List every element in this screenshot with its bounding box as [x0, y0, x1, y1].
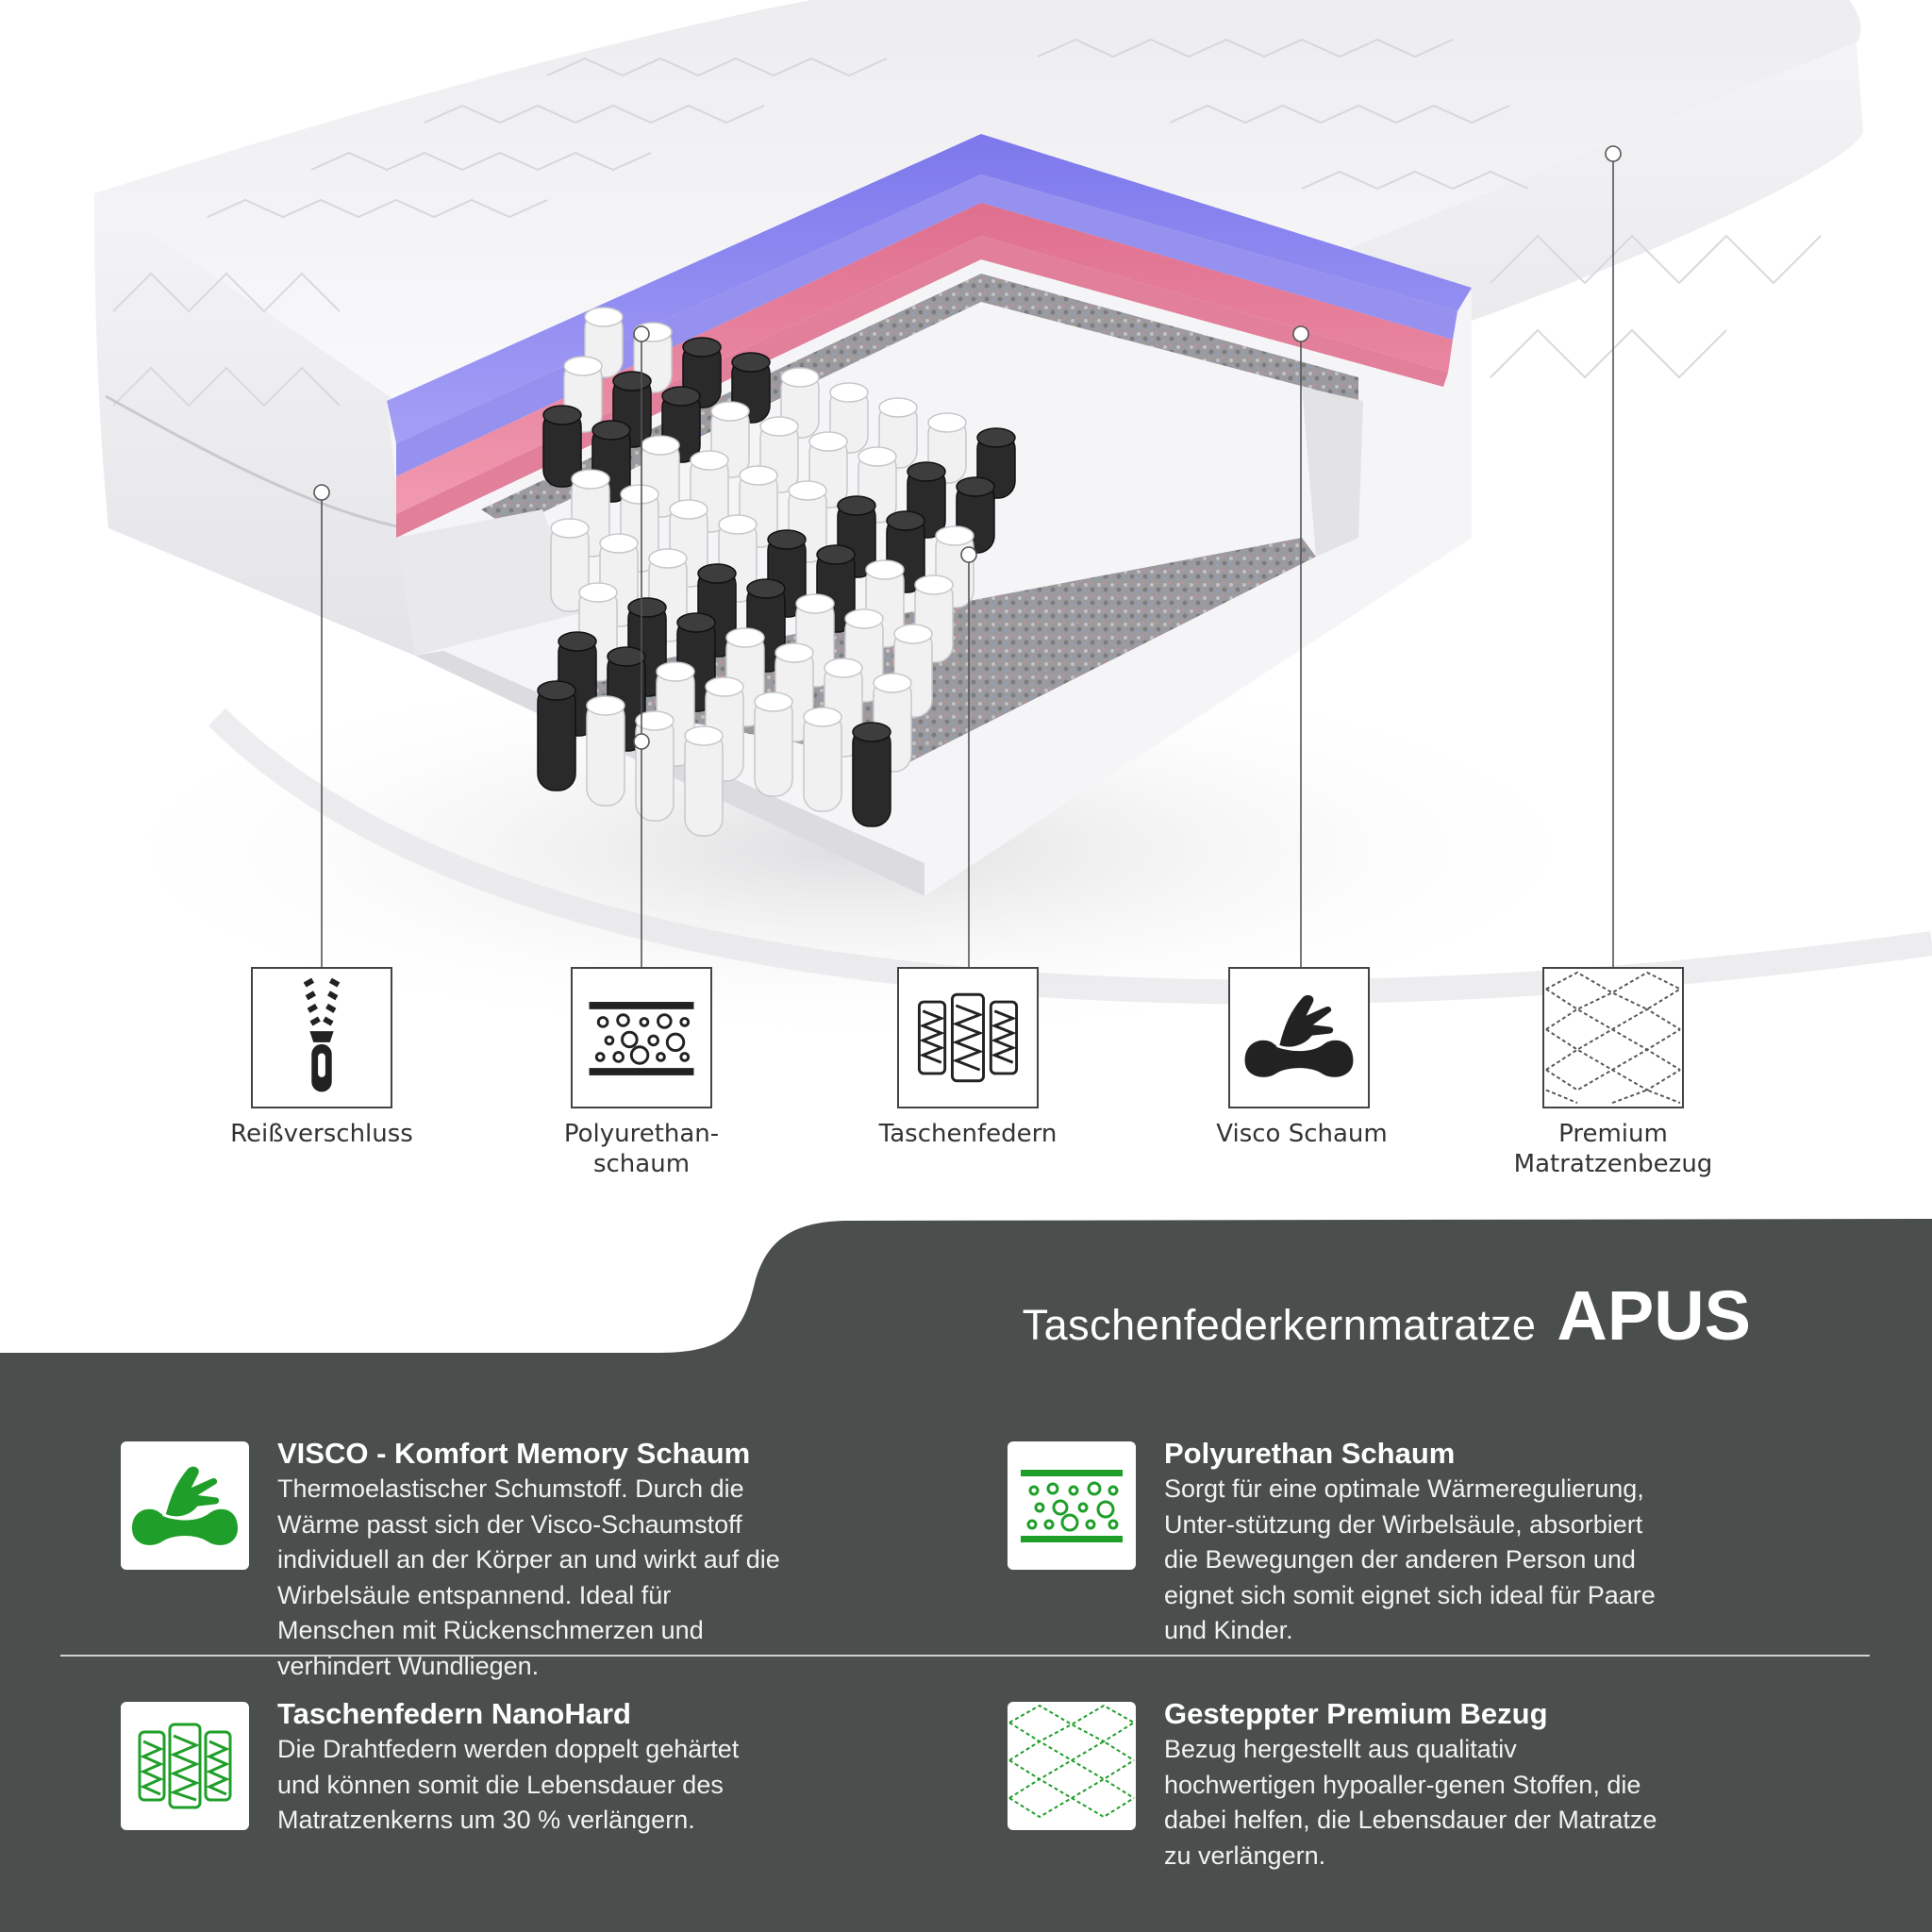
pocket-springs-icon [917, 992, 1019, 1083]
feature-icon-box [121, 1441, 249, 1570]
visco-callout [1228, 967, 1370, 1108]
foam-bubbles-icon [589, 1002, 694, 1075]
mattress-illustration [75, 0, 1932, 1047]
feature-body: Sorgt für eine optimale Wärmeregulierung… [1164, 1474, 1656, 1644]
hand-foam-icon [132, 1463, 238, 1545]
spring-pocket [542, 405, 582, 488]
feature-visco: VISCO - Komfort Memory Schaum Thermoelas… [121, 1437, 970, 1680]
cover-label: Premium Matratzenbezug [1513, 1120, 1713, 1178]
spring-pocket [754, 691, 793, 797]
feature-icon-box [1008, 1702, 1136, 1830]
quilted-cover-icon [1008, 1704, 1135, 1819]
spring-pocket [550, 518, 590, 612]
feature-panel [0, 1217, 1932, 1932]
feature-title: Gesteppter Premium Bezug [1164, 1697, 1548, 1730]
feature-icon-box [1008, 1441, 1136, 1570]
polyurethane-label: Polyurethan- schaum [563, 1120, 720, 1178]
pocket-springs-icon [138, 1723, 232, 1809]
product-name: APUS [1557, 1276, 1751, 1355]
pocket-springs-callout [897, 967, 1039, 1108]
feature-title: Polyurethan Schaum [1164, 1437, 1456, 1470]
spring-pocket [803, 707, 842, 812]
feature-icon-box [121, 1702, 249, 1830]
feature-title: VISCO - Komfort Memory Schaum [277, 1437, 751, 1470]
foam-bubbles-icon [1021, 1470, 1123, 1542]
product-title: Taschenfederkernmatratze APUS [1023, 1275, 1751, 1356]
spring-pocket [684, 725, 724, 837]
feature-cover: Gesteppter Premium Bezug Bezug hergestel… [1008, 1697, 1857, 1890]
spring-pocket [537, 680, 576, 791]
product-type: Taschenfederkernmatratze [1022, 1301, 1537, 1349]
spring-pocket [852, 722, 891, 827]
hand-foam-icon [1244, 991, 1354, 1077]
feature-body: Bezug hergestellt aus qualitativ hochwer… [1164, 1735, 1657, 1870]
feature-body: Die Drahtfedern werden doppelt gehärtet … [277, 1735, 740, 1834]
feature-body: Thermoelastischer Schumstoff. Durch die … [277, 1474, 780, 1680]
feature-divider [60, 1655, 1870, 1657]
feature-polyurethane: Polyurethan Schaum Sorgt für eine optima… [1008, 1437, 1857, 1644]
pocket-springs-label: Taschenfedern [878, 1120, 1058, 1148]
visco-label: Visco Schaum [1216, 1120, 1388, 1148]
zipper-callout [251, 967, 392, 1108]
zipper-label: Reißverschluss [230, 1120, 413, 1148]
quilted-cover-icon [1545, 971, 1681, 1105]
feature-text: Gesteppter Premium Bezug Bezug hergestel… [1164, 1696, 1674, 1874]
polyurethane-callout [571, 967, 712, 1108]
pocket-springs-core [537, 307, 1016, 837]
zipper-icon [303, 977, 341, 1092]
feature-text: Taschenfedern NanoHard Die Drahtfedern w… [277, 1696, 787, 1839]
spring-pocket [586, 695, 625, 807]
cover-callout [1542, 967, 1684, 1108]
feature-text: Polyurethan Schaum Sorgt für eine optima… [1164, 1436, 1674, 1649]
feature-pocket-springs: Taschenfedern NanoHard Die Drahtfedern w… [121, 1697, 970, 1890]
feature-text: VISCO - Komfort Memory Schaum Thermoelas… [277, 1436, 787, 1684]
spring-pocket [788, 480, 827, 563]
feature-title: Taschenfedern NanoHard [277, 1697, 631, 1730]
